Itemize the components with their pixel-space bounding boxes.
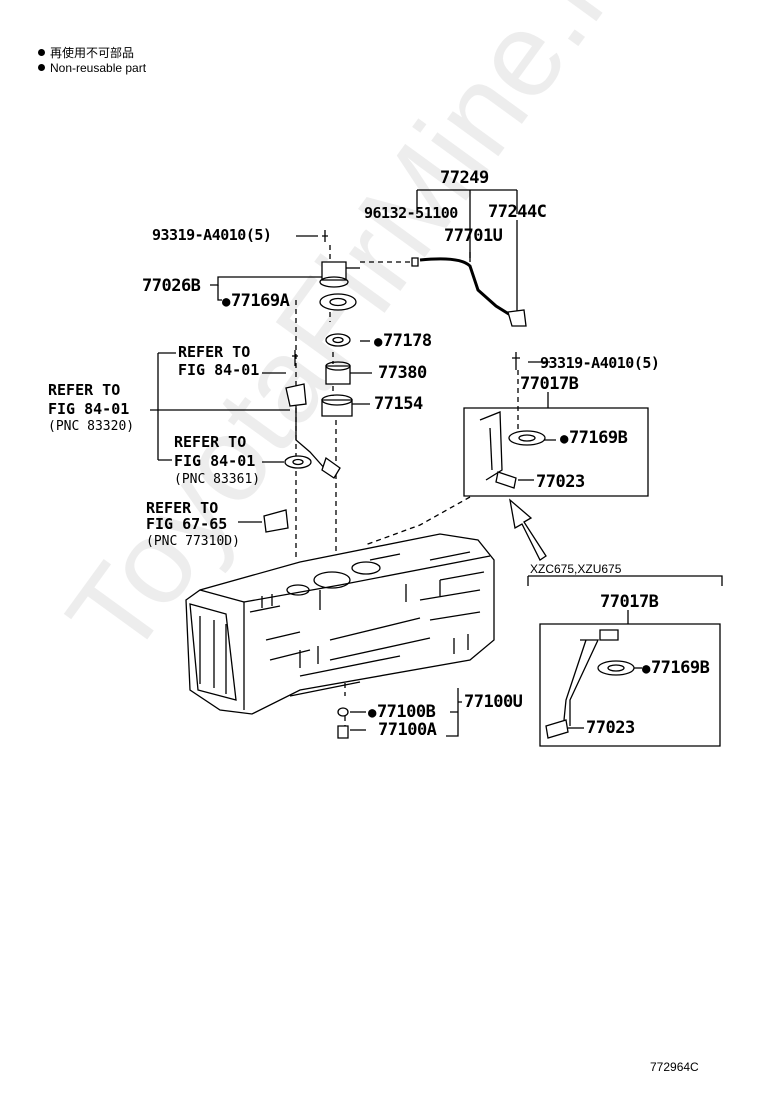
ref3-pnc: (PNC 83361) [174,472,261,487]
ref1-line2: FIG 84-01 [178,361,260,379]
label-77178: 77178 [374,331,432,351]
label-variant: XZC675,XZU675 [530,562,622,576]
ref3-line2: FIG 84-01 [174,452,256,470]
label-77100U: 77100U [464,692,523,712]
label-77169B-a: 77169B [560,428,628,448]
label-77100B: 77100B [368,702,436,722]
label-77023-a: 77023 [536,472,585,492]
label-77017B-b: 77017B [600,592,659,612]
ref3-line1: REFER TO [174,433,247,451]
label-77026B: 77026B [142,276,201,296]
label-77100A: 77100A [378,720,437,740]
label-77017B-a: 77017B [520,374,579,394]
fuel-tank-drawing [185,533,495,715]
label-77249: 77249 [440,168,489,188]
label-77023-b: 77023 [586,718,635,738]
label-77380: 77380 [378,363,427,383]
ref4-line2: FIG 67-65 [146,515,228,533]
label-77169B-b: 77169B [642,658,710,678]
bullet-icon [38,49,45,56]
label-93319-right: 93319-A4010(5) [540,354,660,372]
ref2-pnc: (PNC 83320) [48,419,135,434]
label-77169A: 77169A [222,291,290,311]
pointer-arrow [509,498,547,561]
ref4-line1: REFER TO [146,499,219,517]
ref2-line1: REFER TO [48,381,121,399]
label-77154: 77154 [374,394,423,414]
ref1-line1: REFER TO [178,343,251,361]
legend-jp: 再使用不可部品 [38,44,134,61]
label-77701U: 77701U [444,226,503,246]
ref2-line2: FIG 84-01 [48,400,130,418]
label-96132-51100: 96132-51100 [364,204,458,222]
figure-id: 772964C [650,1060,699,1074]
component-drawings [263,230,635,739]
legend-en: Non-reusable part [38,61,146,75]
leader-lines [150,189,723,747]
bullet-icon [38,64,45,71]
label-93319-top: 93319-A4010(5) [152,226,272,244]
ref4-pnc: (PNC 77310D) [146,534,240,549]
label-77244C: 77244C [488,202,547,222]
